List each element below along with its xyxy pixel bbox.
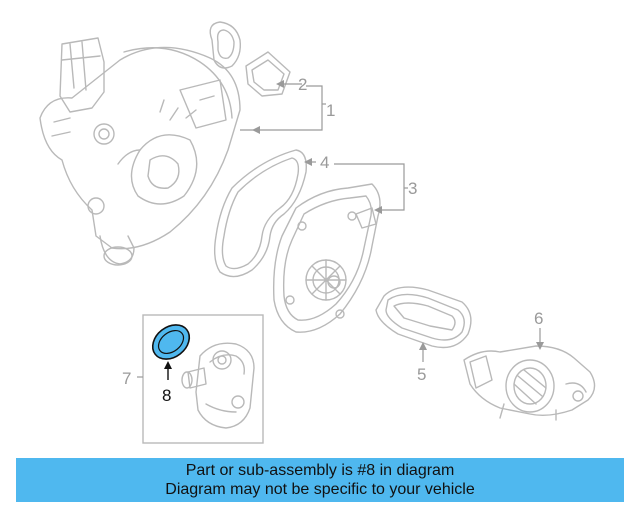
callout-8: 8	[162, 386, 171, 405]
banner-line-1: Part or sub-assembly is #8 in diagram	[185, 462, 455, 479]
part-3-pump-cover-drawing	[273, 183, 381, 333]
part-7-group-box	[142, 314, 264, 444]
arrow-8	[164, 361, 172, 369]
part-6-housing-drawing	[463, 345, 596, 421]
part-2-gasket-drawing	[209, 21, 291, 97]
callout-6: 6	[534, 309, 543, 328]
arrow-5	[419, 342, 427, 350]
callout-1: 1	[326, 101, 335, 120]
banner-line-2: Diagram may not be specific to your vehi…	[165, 481, 475, 498]
callout-5: 5	[417, 365, 426, 384]
part-1-housing-drawing	[39, 37, 241, 266]
part-4-seal-drawing	[213, 149, 307, 278]
part-7-outlet-drawing	[181, 342, 255, 429]
callout-7: 7	[122, 369, 131, 388]
part-5-belt-cover-drawing	[375, 286, 472, 349]
arrow-2	[276, 80, 284, 88]
arrow-1	[252, 126, 260, 134]
info-banner: Part or sub-assembly is #8 in diagram Di…	[16, 458, 624, 502]
arrow-6	[536, 342, 544, 350]
arrow-4	[304, 158, 312, 166]
part-8-oring	[151, 324, 191, 360]
callout-3: 3	[408, 179, 417, 198]
callout-4: 4	[320, 153, 329, 172]
callout-2: 2	[298, 75, 307, 94]
leader-lines	[137, 83, 541, 378]
arrow-3	[374, 206, 382, 214]
